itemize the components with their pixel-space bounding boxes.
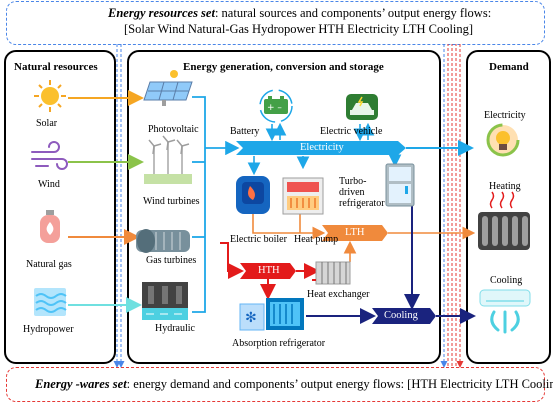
electricity-bus-label: Electricity [300, 142, 344, 153]
battery-label: Battery [230, 126, 260, 137]
energy-resources-set-box [6, 1, 545, 45]
gas-turbine-icon [136, 229, 190, 253]
generator-electricity-lines [192, 96, 240, 313]
photovoltaic-label: Photovoltaic [148, 124, 199, 135]
turbo-refrigerator-label-line3: refrigerator [339, 198, 385, 209]
natural-resources-heading: Natural resources [14, 61, 98, 73]
lth-bus-label: LTH [345, 227, 365, 238]
wind-label: Wind [38, 179, 60, 190]
cooling-bus [372, 308, 436, 324]
lth-bus [322, 225, 388, 241]
hydropower-label: Hydropower [23, 324, 74, 335]
natural-gas-label: Natural gas [26, 259, 72, 270]
demand-electricity-label: Electricity [484, 110, 526, 121]
energy-wares-set-description: : energy demand and components’ output e… [126, 377, 553, 391]
electricity-bus [236, 141, 406, 155]
hydraulic-label: Hydraulic [155, 323, 195, 334]
gas-turbines-label: Gas turbines [146, 255, 197, 266]
wind-turbines-label: Wind turbines [143, 196, 200, 207]
lightbulb-icon [486, 123, 520, 157]
heat-exchanger-label: Heat exchanger [307, 289, 370, 300]
battery-icon: + – [259, 89, 293, 123]
svg-text:+ –: + – [267, 103, 282, 113]
energy-wares-set-line: Energy -wares set: energy demand and com… [35, 378, 553, 391]
wind-turbine-icon [144, 135, 192, 184]
sun-icon [34, 80, 66, 112]
hydro-dam-icon [142, 282, 188, 320]
electric-vehicle-label: Electric vehicle [320, 126, 383, 137]
energy-resources-set-title: Energy resources set [108, 6, 215, 20]
turbo-refrigerator-label-line1: Turbo- [339, 176, 367, 187]
cooling-bus-label: Cooling [384, 310, 418, 321]
turbo-refrigerator-label-line2: driven [339, 187, 365, 198]
wares-set-connectors [447, 44, 464, 368]
demand-cooling-label: Cooling [490, 275, 523, 286]
electric-boiler-icon [236, 176, 270, 214]
solar-panel-icon [143, 70, 193, 106]
generation-heading: Energy generation, conversion and storag… [183, 61, 384, 73]
energy-resources-set-description: : natural sources and components’ output… [214, 6, 492, 20]
resources-set-connectors [113, 44, 448, 368]
absorption-chiller-icon: ✻ [239, 298, 304, 331]
heat-pump-label: Heat pump [294, 234, 339, 245]
hth-bus [240, 263, 296, 279]
turbo-refrigerator-label: Turbo- driven refrigerator [339, 176, 385, 209]
energy-resources-set-members: [Solar Wind Natural-Gas Hydropower HTH E… [124, 22, 474, 36]
demand-heading: Demand [489, 61, 529, 73]
heat-pump-icon [282, 177, 324, 215]
energy-wares-set-title: Energy -wares set [35, 377, 127, 391]
absorption-refrigerator-label: Absorption refrigerator [232, 338, 326, 349]
hth-bus-label: HTH [258, 265, 280, 276]
air-conditioner-icon [479, 289, 531, 334]
water-waves-icon [34, 288, 67, 316]
demand-panel [466, 50, 551, 364]
natural-resources-panel [4, 50, 116, 364]
electric-car-icon [346, 94, 378, 120]
wind-icon [31, 141, 68, 170]
gas-cylinder-icon [40, 210, 60, 243]
radiator-icon [312, 261, 351, 285]
demand-heating-label: Heating [489, 181, 521, 192]
electric-boiler-label: Electric boiler [230, 234, 287, 245]
refrigerator-icon [385, 163, 415, 207]
generation-panel [127, 50, 441, 364]
heater-icon [478, 191, 530, 250]
svg-text:✻: ✻ [245, 310, 257, 326]
energy-resources-set-line1: Energy resources set: natural sources an… [108, 7, 491, 20]
energy-wares-set-box [6, 367, 545, 402]
solar-label: Solar [36, 118, 58, 129]
